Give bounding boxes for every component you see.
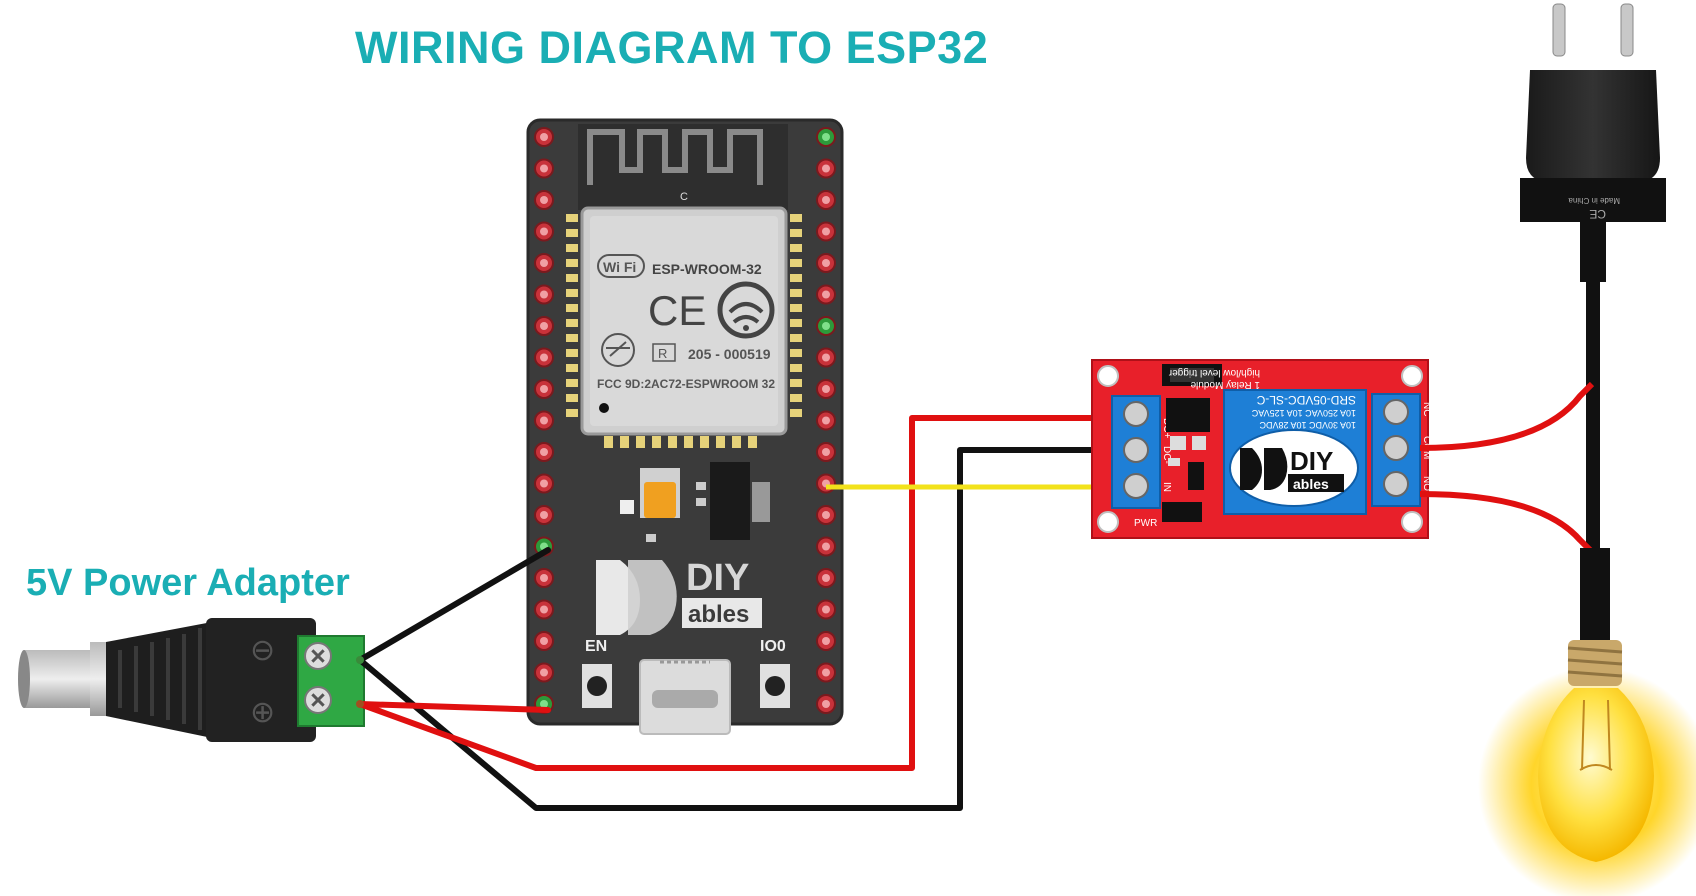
relay-pwr-label: PWR [1134,518,1157,529]
svg-text:ables: ables [688,601,749,628]
usb-port-icon [639,659,731,735]
relay-pin-gnd: DC- [1161,446,1172,464]
wire-vcc-red [357,415,1095,771]
io0-button[interactable] [760,664,790,708]
fcc-id: FCC 9D:2AC72-ESPWROOM 32 [597,377,775,391]
module-name: ESP-WROOM-32 [652,261,762,277]
relay-rating-1: 10A 250VAC 10A 125VAC [1251,408,1356,418]
plug-made-in: Made in China [1568,196,1620,205]
plug-ce-mark: CE [1589,207,1606,221]
diyables-relay-logo-icon: DIY ables [1229,429,1359,507]
en-button[interactable] [582,664,612,708]
relay-trigger-text: high/low level trigger [1168,367,1260,378]
wire-gnd-black [357,447,1095,811]
esp32-board: C Wi Fi ESP-WROOM-32 CE R 205 - 000519 F… [526,118,844,735]
antenna-mark: C [680,191,688,203]
relay-pin-nc: NC [1421,402,1432,416]
io0-label: IO0 [760,638,786,655]
relay-pin-no: NO [1421,476,1432,491]
relay-pin-in: IN [1161,482,1172,492]
svg-text:DIY: DIY [1290,446,1333,476]
espressif-logo-icon [717,281,775,339]
wifi-logo-icon: Wi Fi [597,254,645,278]
relay-part-number: SRD-05VDC-SL-C [1256,393,1356,407]
wall-power-plug: Made in China CE [1520,3,1666,562]
dc-jack-adapter: ⊖ ⊕ [18,618,365,742]
esp32-right-pins [816,127,836,714]
wire-mains-com [1419,381,1595,451]
diagram-title: WIRING DIAGRAM TO ESP32 [355,22,989,73]
en-label: EN [585,638,607,655]
svg-text:ables: ables [1293,476,1329,492]
relay-module: DC+ DC- IN NC COM NO high/low level trig… [1091,359,1432,539]
svg-text:Wi Fi: Wi Fi [603,259,636,275]
jack-plus-symbol: ⊕ [250,696,275,729]
wire-mains-no [1419,491,1595,555]
certification-mark-icon [601,333,635,367]
svg-text:DIY: DIY [686,557,749,599]
ce-mark: CE [648,287,706,334]
power-adapter-label: 5V Power Adapter [26,562,350,604]
registration-r: R [658,346,667,361]
relay-rating-2: 10A 30VDC 10A 28VDC [1259,420,1356,430]
registration-number: 205 - 000519 [688,346,771,362]
jack-minus-symbol: ⊖ [250,634,275,667]
relay-module-title: 1 Relay Module [1190,379,1260,390]
light-bulb-icon [1478,548,1696,896]
diyables-board-logo-icon: DIY ables [596,557,762,635]
esp32-left-pins [534,127,554,714]
